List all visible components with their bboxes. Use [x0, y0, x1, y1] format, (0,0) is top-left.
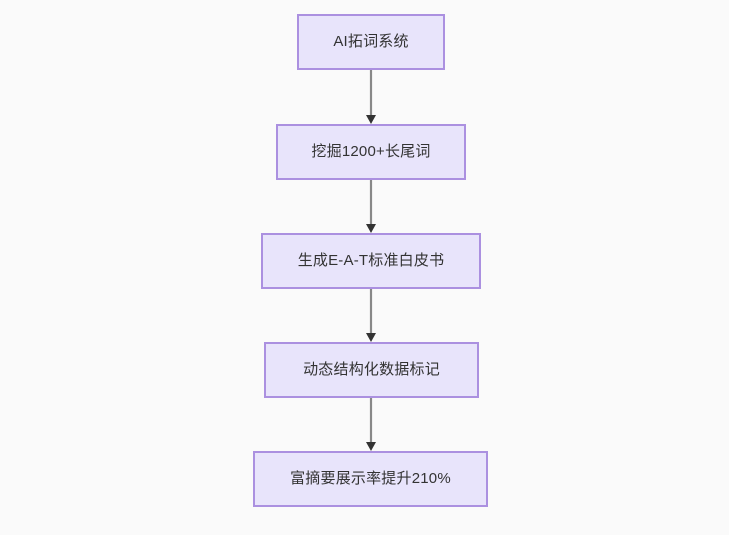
flowchart-node-rich-snippet-impression-uplift[interactable]: 富摘要展示率提升210% — [253, 451, 488, 507]
flowchart-node-label: AI拓词系统 — [333, 33, 409, 50]
arrow-down-icon — [366, 70, 376, 124]
flowchart-edge-n1-to-n2 — [365, 70, 377, 124]
arrow-down-icon — [366, 398, 376, 451]
arrow-down-icon — [366, 289, 376, 342]
flowchart-node-label: 挖掘1200+长尾词 — [311, 143, 431, 160]
flowchart-node-dynamic-structured-data-markup[interactable]: 动态结构化数据标记 — [264, 342, 479, 398]
flowchart-node-ai-keyword-system[interactable]: AI拓词系统 — [297, 14, 445, 70]
flowchart-node-mine-longtail-keywords[interactable]: 挖掘1200+长尾词 — [276, 124, 466, 180]
flowchart-node-generate-eat-whitepaper[interactable]: 生成E-A-T标准白皮书 — [261, 233, 481, 289]
flowchart-node-label: 富摘要展示率提升210% — [290, 470, 451, 487]
flowchart-node-label: 动态结构化数据标记 — [303, 361, 440, 378]
flowchart-edge-n2-to-n3 — [365, 180, 377, 233]
flowchart-node-label: 生成E-A-T标准白皮书 — [297, 252, 445, 269]
flowchart-edge-n3-to-n4 — [365, 289, 377, 342]
flowchart-edge-n4-to-n5 — [365, 398, 377, 451]
arrow-down-icon — [366, 180, 376, 233]
